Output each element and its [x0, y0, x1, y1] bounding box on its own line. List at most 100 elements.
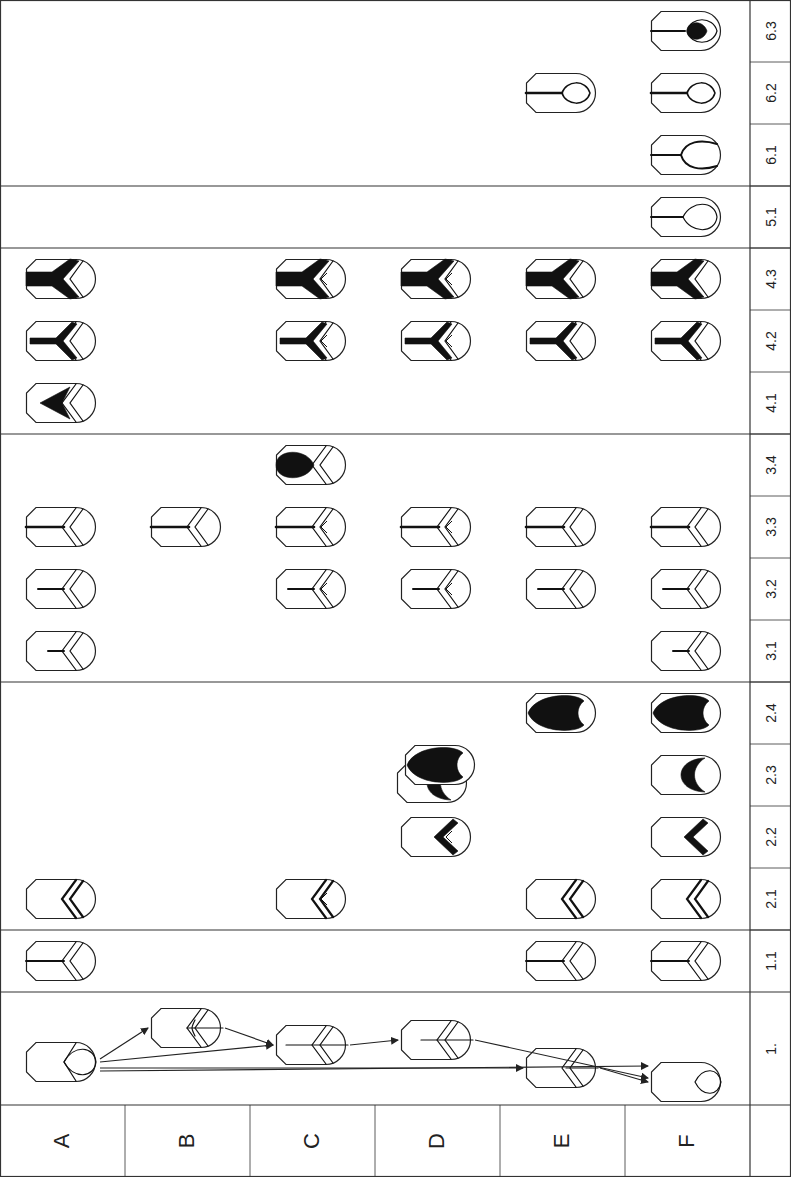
- column-number: 2.1: [764, 889, 778, 908]
- group-divider: [0, 991, 791, 992]
- scale-pattern: [652, 632, 721, 671]
- pattern-line: [687, 508, 708, 546]
- pattern-line: [437, 322, 458, 360]
- notch: [321, 273, 327, 285]
- pattern-line: [413, 588, 439, 590]
- outline: [152, 508, 221, 547]
- pattern-line: [651, 92, 687, 95]
- outline: [527, 570, 596, 609]
- pattern-fill: [684, 819, 708, 855]
- row-tick: [750, 372, 791, 373]
- pattern-line: [288, 588, 314, 590]
- column-number: 4.1: [764, 393, 778, 412]
- pattern-line: [695, 1071, 721, 1094]
- notch: [446, 583, 452, 595]
- scale-pattern: [277, 880, 346, 919]
- pattern-line: [64, 1049, 96, 1075]
- outline: [652, 508, 721, 547]
- outline: [652, 1063, 721, 1102]
- outline: [402, 508, 471, 547]
- pattern-line: [62, 880, 83, 918]
- scale-pattern: [276, 446, 345, 485]
- scale-pattern: [27, 1043, 97, 1082]
- scale-pattern: [27, 570, 96, 609]
- scale-pattern: [276, 508, 345, 547]
- outline: [27, 384, 96, 423]
- pattern-line: [151, 526, 189, 529]
- scale-pattern: [651, 198, 720, 237]
- strip-divider: [0, 1104, 791, 1105]
- column-tick: [125, 1105, 126, 1177]
- derivation-arrow: [600, 1068, 648, 1082]
- pattern-line: [538, 588, 564, 590]
- derivation-arrow: [350, 1040, 398, 1045]
- outline: [27, 880, 96, 919]
- pattern-line: [687, 942, 708, 980]
- pattern-line: [526, 960, 564, 962]
- pattern-line: [62, 384, 83, 422]
- pattern-line: [437, 570, 458, 608]
- pattern-line: [62, 260, 83, 298]
- column-number: 3.4: [764, 455, 778, 474]
- row-letter: D: [426, 1133, 448, 1149]
- scale-pattern: [277, 1026, 349, 1065]
- pattern-line: [651, 30, 685, 32]
- column-tick: [375, 1105, 376, 1177]
- scale-pattern: [26, 508, 95, 547]
- pattern-line: [312, 880, 333, 918]
- column-tick: [500, 1105, 501, 1177]
- derivation-arrow: [225, 1028, 273, 1045]
- outline: [277, 570, 346, 609]
- outline: [402, 818, 471, 857]
- outline: [406, 746, 475, 785]
- outline: [527, 508, 596, 547]
- column-number: 2.2: [764, 827, 778, 846]
- outline: [652, 322, 721, 361]
- scale-pattern: [277, 322, 346, 361]
- scale-pattern: [651, 136, 720, 175]
- pattern-fill: [276, 259, 329, 299]
- outline: [652, 880, 721, 919]
- outline: [652, 632, 721, 671]
- pattern-line: [562, 942, 583, 980]
- pattern-line: [681, 142, 717, 169]
- scale-pattern: [27, 632, 96, 671]
- derivation-arrow: [475, 1040, 648, 1078]
- outline: [652, 12, 721, 51]
- scale-pattern: [402, 570, 471, 609]
- scale-pattern: [402, 322, 471, 361]
- column-number: 3.1: [764, 641, 778, 660]
- pattern-line: [38, 588, 64, 590]
- notch: [321, 893, 327, 905]
- pattern-line: [526, 92, 562, 95]
- outline: [27, 632, 96, 671]
- outline: [652, 198, 721, 237]
- row-letter: A: [51, 1134, 73, 1149]
- scale-pattern: [527, 322, 596, 361]
- row-letter: F: [676, 1134, 698, 1147]
- notch: [446, 521, 452, 533]
- scale-pattern: [526, 942, 595, 981]
- pattern-fill: [434, 819, 458, 855]
- pattern-line: [687, 322, 708, 360]
- pattern-fill: [526, 259, 579, 299]
- scale-pattern: [26, 259, 95, 299]
- row-tick: [750, 496, 791, 497]
- row-tick: [750, 682, 791, 683]
- row-tick: [750, 620, 791, 621]
- group-divider: [0, 433, 791, 434]
- row-tick: [750, 248, 791, 249]
- scale-pattern: [651, 942, 720, 981]
- pattern-line: [651, 960, 689, 962]
- column-number: 3.2: [764, 579, 778, 598]
- scale-pattern: [406, 746, 475, 785]
- outline: [277, 260, 346, 299]
- pattern-line: [683, 204, 717, 230]
- notch: [446, 273, 452, 285]
- pattern-fill: [40, 387, 70, 419]
- scale-pattern: [402, 818, 471, 857]
- scale-pattern: [651, 74, 720, 113]
- pattern-fill: [528, 696, 584, 731]
- scale-pattern: [401, 259, 470, 299]
